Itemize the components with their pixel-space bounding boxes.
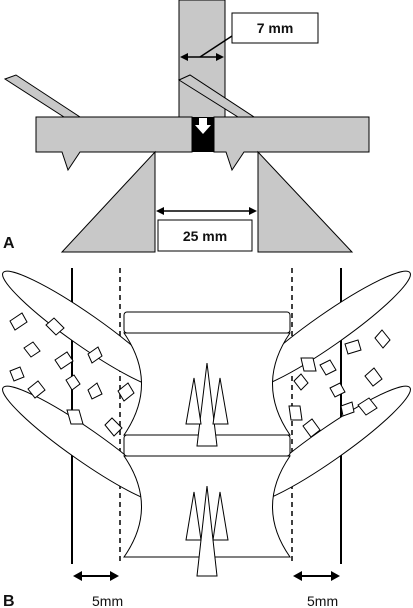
down-arrow-icon	[195, 118, 211, 134]
right-ellipses	[245, 270, 411, 505]
upper-spikes	[185, 362, 229, 447]
left-particles	[9, 312, 135, 437]
left-arm	[35, 116, 193, 172]
panel-b-letter: B	[3, 593, 15, 608]
right-arm	[213, 116, 370, 172]
lower-spikes	[185, 485, 229, 577]
gap-label: 25 mm	[183, 228, 227, 244]
width-label: 7 mm	[257, 20, 294, 36]
left-diagonal-blade	[3, 74, 82, 118]
width-label-box	[231, 12, 319, 44]
right-diagonal-blade	[177, 74, 256, 118]
gap-dimension: 25 mm	[156, 207, 257, 252]
gap-label-box	[157, 219, 253, 252]
right-support	[257, 150, 354, 253]
left-support	[60, 150, 156, 253]
top-plate	[123, 311, 291, 334]
panel-b	[2, 268, 411, 581]
right-particles	[288, 329, 391, 438]
shaft-width-dimension: 7 mm	[180, 12, 319, 61]
left-offset-label: 5mm	[92, 593, 123, 608]
left-offset-dimension	[73, 571, 119, 581]
right-offset-dimension	[293, 571, 340, 581]
panel-a: 7 mm 25 mm A	[3, 0, 370, 253]
panel-a-letter: A	[3, 235, 15, 252]
right-offset-label: 5mm	[307, 593, 338, 608]
